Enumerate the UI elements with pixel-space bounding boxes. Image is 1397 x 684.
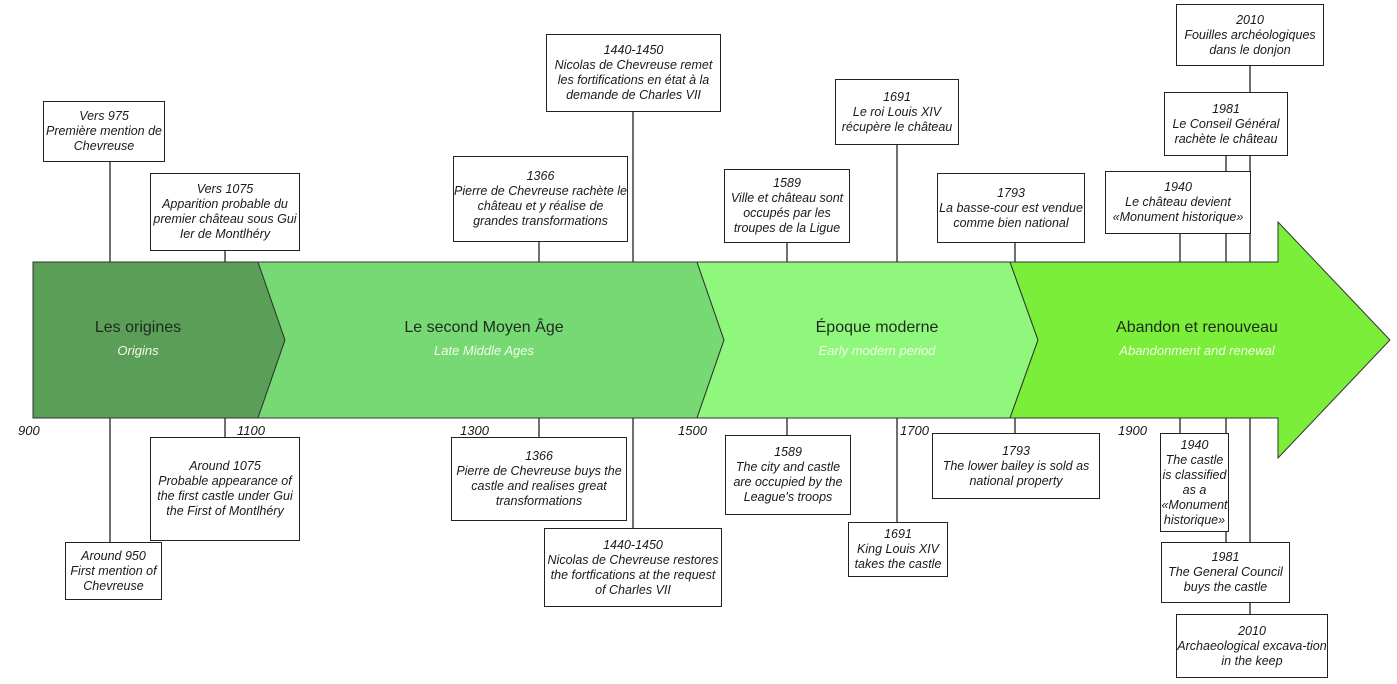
period-title-abandonment: Abandon et renouveau: [1116, 319, 1278, 336]
period-subtitle-origins: Origins: [117, 343, 159, 358]
event-text: Nicolas de Chevreuse restores the fortfi…: [547, 552, 719, 597]
event-text: The General Council buys the castle: [1168, 565, 1283, 594]
event-text: Première mention de Chevreuse: [45, 124, 163, 153]
event-year: 1691: [883, 89, 911, 104]
event-year: 1940: [1164, 180, 1192, 194]
event-year: 1793: [1002, 443, 1030, 458]
event-text: Probable appearance of the first castle …: [157, 474, 293, 518]
event-fr-1981: 1981 Le Conseil Général rachète le châte…: [1164, 92, 1288, 156]
event-year: Vers 1075: [196, 182, 254, 196]
year-label-1100: 1100: [237, 423, 265, 438]
event-year: 2010: [1238, 623, 1266, 638]
period-title-origins: Les origines: [94, 319, 182, 336]
event-year: 1589: [773, 176, 801, 190]
event-year: 1793: [997, 185, 1025, 200]
event-text: Archaeological excava-tion in the keep: [1177, 638, 1327, 668]
event-en-1589: 1589 The city and castle are occupied by…: [725, 435, 851, 515]
period-title-early-modern: Époque moderne: [815, 319, 939, 336]
event-year: 1691: [884, 527, 912, 541]
event-en-1691: 1691 King Louis XIV takes the castle: [848, 522, 948, 577]
event-fr-1793: 1793 La basse-cour est vendue comme bien…: [937, 173, 1085, 243]
event-year: Vers 975: [79, 109, 129, 123]
period-subtitle-abandonment: Abandonment and renewal: [1119, 343, 1275, 358]
event-fr-1940: 1940 Le château devient «Monument histor…: [1105, 171, 1251, 234]
event-year: 1440-1450: [603, 43, 664, 57]
event-text: Fouilles archéologiques dans le donjon: [1184, 27, 1316, 57]
period-segment-origins: [32, 261, 286, 419]
event-en-1793: 1793 The lower bailey is sold as nationa…: [932, 433, 1100, 499]
event-fr-1589: 1589 Ville et château sont occupés par l…: [724, 169, 850, 243]
period-subtitle-late-middle-ages: Late Middle Ages: [434, 343, 534, 358]
event-text: The lower bailey is sold as national pro…: [942, 458, 1090, 488]
period-segment-early-modern: [696, 261, 1039, 419]
event-text: Nicolas de Chevreuse remet les fortifica…: [554, 58, 713, 102]
event-year: Around 950: [81, 548, 146, 563]
event-year: 1981: [1211, 550, 1240, 564]
event-text: First mention of Chevreuse: [70, 563, 157, 593]
event-year: Around 1075: [189, 459, 261, 473]
event-text: Apparition probable du premier château s…: [153, 197, 297, 241]
year-label-1700: 1700: [900, 423, 929, 438]
event-en-950: Around 950 First mention of Chevreuse: [65, 542, 162, 600]
year-label-900: 900: [18, 423, 40, 438]
event-year: 1940: [1180, 437, 1209, 452]
event-en-1366: 1366 Pierre de Chevreuse buys the castle…: [451, 437, 627, 521]
event-year: 1589: [774, 445, 802, 459]
year-label-1300: 1300: [460, 423, 489, 438]
event-fr-1691: 1691 Le roi Louis XIV récupère le châtea…: [835, 79, 959, 145]
event-year: 1981: [1212, 101, 1240, 116]
event-fr-975: Vers 975 Première mention de Chevreuse: [43, 101, 165, 162]
event-fr-1366: 1366 Pierre de Chevreuse rachète le chât…: [453, 156, 628, 242]
event-year: 2010: [1236, 12, 1264, 27]
event-year: 1440-1450: [603, 537, 663, 552]
event-text: Ville et château sont occupés par les tr…: [730, 191, 844, 235]
period-subtitle-early-modern: Early modern period: [818, 343, 936, 358]
event-year: 1366: [525, 449, 553, 463]
period-segment-late-middle-ages: [257, 261, 725, 419]
event-text: The city and castle are occupied by the …: [733, 460, 843, 504]
event-text: The castle is classified as a «Monument …: [1161, 452, 1228, 527]
event-fr-2010: 2010 Fouilles archéologiques dans le don…: [1176, 4, 1324, 66]
event-text: Le Conseil Général rachète le château: [1172, 116, 1280, 146]
event-en-1440: 1440-1450 Nicolas de Chevreuse restores …: [544, 528, 722, 607]
event-en-1940: 1940 The castle is classified as a «Monu…: [1160, 433, 1229, 532]
event-text: Pierre de Chevreuse rachète le château e…: [454, 184, 628, 228]
year-label-1500: 1500: [678, 423, 707, 438]
period-segment-abandonment: [1009, 220, 1391, 460]
event-text: Le roi Louis XIV récupère le château: [841, 104, 953, 134]
period-title-late-middle-ages: Le second Moyen Âge: [404, 319, 564, 336]
event-en-1981: 1981 The General Council buys the castle: [1161, 542, 1290, 603]
event-en-1075: Around 1075 Probable appearance of the f…: [150, 437, 300, 541]
event-fr-1075: Vers 1075 Apparition probable du premier…: [150, 173, 300, 251]
event-text: La basse-cour est vendue comme bien nati…: [939, 200, 1083, 230]
event-year: 1366: [526, 169, 555, 183]
event-text: King Louis XIV takes the castle: [854, 542, 942, 571]
event-text: Le château devient «Monument historique»: [1112, 195, 1244, 224]
year-label-1900: 1900: [1118, 423, 1147, 438]
event-en-2010: 2010 Archaeological excava-tion in the k…: [1176, 614, 1328, 678]
event-text: Pierre de Chevreuse buys the castle and …: [456, 464, 622, 508]
event-fr-1440: 1440-1450 Nicolas de Chevreuse remet les…: [546, 34, 721, 112]
